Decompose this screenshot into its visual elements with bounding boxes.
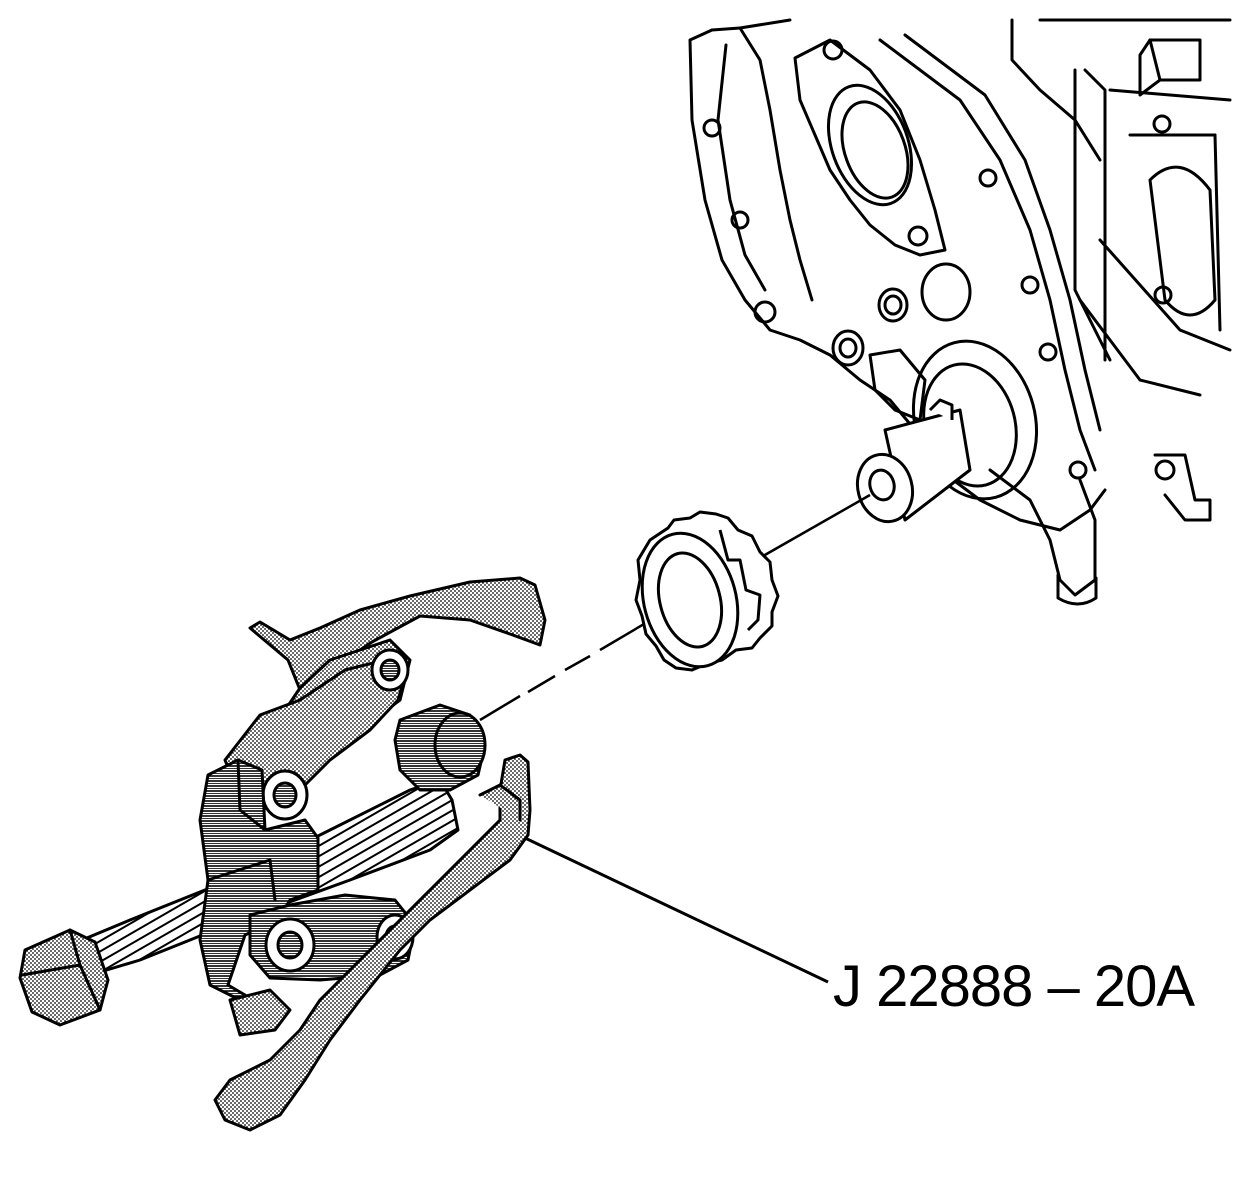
crankshaft-sprocket — [634, 510, 780, 672]
tool-callout-label: J 22888 – 20A — [833, 954, 1195, 1019]
engine-front-cover — [688, 18, 1232, 606]
puller-hex-head — [18, 928, 110, 1027]
gear-puller-tool — [18, 576, 547, 1132]
crankshaft-nose — [855, 398, 972, 524]
callout-leader-line — [524, 836, 829, 984]
puller-lower-jaw — [213, 753, 532, 1132]
